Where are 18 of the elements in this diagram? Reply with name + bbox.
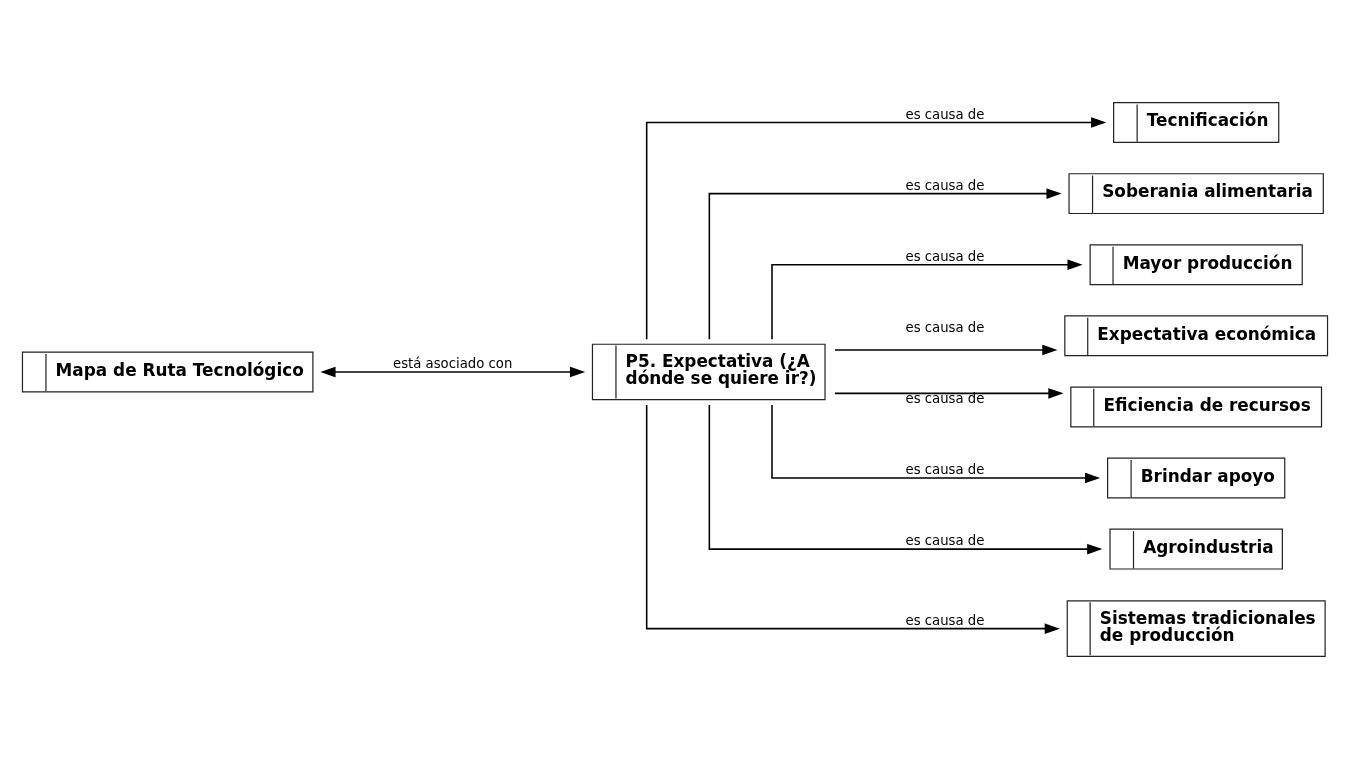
arrow xyxy=(645,404,1060,634)
edge-label: es causa de xyxy=(905,177,985,193)
arrow xyxy=(834,388,1064,399)
arrow xyxy=(645,117,1107,341)
arrow xyxy=(834,344,1058,356)
arrow xyxy=(771,404,1101,484)
arrow xyxy=(771,259,1083,340)
arrow xyxy=(708,188,1062,341)
edge-label: es causa de xyxy=(905,533,985,549)
edge-label: es causa de xyxy=(905,248,985,264)
edge-label: es causa de xyxy=(905,319,985,335)
arrow xyxy=(708,404,1103,555)
edge-label: está asociado con xyxy=(393,356,513,372)
edge-label: es causa de xyxy=(905,462,985,478)
edge-label: es causa de xyxy=(905,391,985,407)
arrow xyxy=(320,366,586,378)
edge-label: es causa de xyxy=(905,612,985,628)
edge-label: es causa de xyxy=(905,106,985,122)
